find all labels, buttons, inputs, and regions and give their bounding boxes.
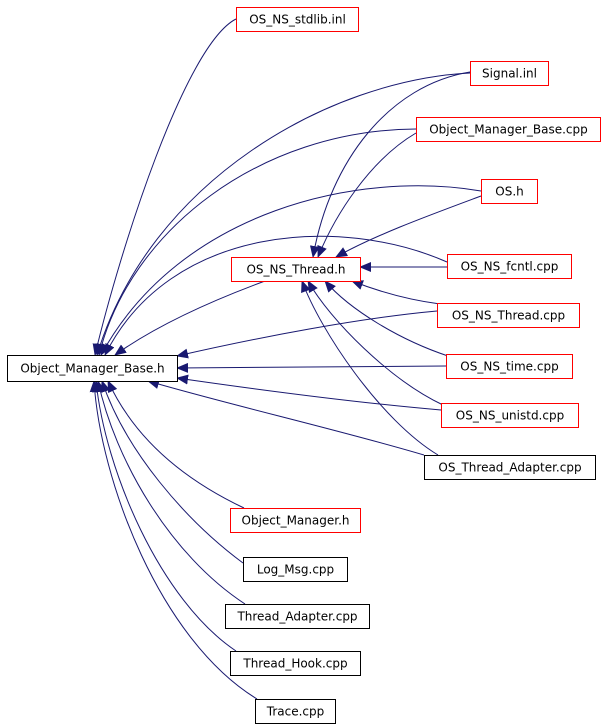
node-label: Thread_Hook.cpp <box>242 657 347 671</box>
node-hook[interactable]: Thread_Hook.cpp <box>230 651 361 676</box>
node-time_cpp[interactable]: OS_NS_time.cpp <box>446 354 573 379</box>
node-adapter[interactable]: Thread_Adapter.cpp <box>225 604 370 629</box>
node-logmsg[interactable]: Log_Msg.cpp <box>243 557 348 582</box>
node-box <box>230 508 361 533</box>
node-root[interactable]: Object_Manager_Base.h <box>7 355 178 382</box>
edge-adapter-to-root <box>95 380 246 605</box>
node-label: Thread_Adapter.cpp <box>236 610 357 624</box>
node-trace[interactable]: Trace.cpp <box>255 699 336 724</box>
node-label: Object_Manager_Base.h <box>20 362 164 376</box>
node-box <box>416 117 601 142</box>
edge-stdlib-to-root <box>92 18 237 356</box>
node-box <box>470 61 549 86</box>
node-label: Object_Manager_Base.cpp <box>429 123 588 137</box>
node-label: Object_Manager.h <box>242 514 350 528</box>
edge-hook-to-root <box>92 380 237 652</box>
node-box <box>441 403 579 428</box>
edge-omb_cpp-to-root <box>96 128 417 356</box>
node-label: OS_NS_Thread.h <box>246 263 345 277</box>
edges-layer <box>89 18 482 700</box>
node-fcntl[interactable]: OS_NS_fcntl.cpp <box>447 254 572 279</box>
node-box <box>447 254 572 279</box>
edge-logmsg-to-root <box>100 380 244 564</box>
node-thread_h[interactable]: OS_NS_Thread.h <box>231 257 361 282</box>
node-box <box>225 604 370 629</box>
node-signal[interactable]: Signal.inl <box>470 61 549 86</box>
node-label: OS_NS_time.cpp <box>460 360 558 374</box>
edge-thread_cpp-to-root <box>176 310 438 359</box>
edge-signal-to-root <box>95 72 471 356</box>
node-label: OS_NS_fcntl.cpp <box>461 260 559 274</box>
node-unistd[interactable]: OS_NS_unistd.cpp <box>441 403 579 428</box>
node-om_h[interactable]: Object_Manager.h <box>230 508 361 533</box>
edge-os_h-to-root <box>100 185 482 356</box>
edge-time_cpp-to-root <box>176 362 447 373</box>
edge-omb_cpp-to-thread_h <box>317 132 417 258</box>
node-box <box>446 354 573 379</box>
node-box <box>230 651 361 676</box>
edge-unistd-to-thread_h <box>307 280 444 406</box>
edge-thread_h-to-root <box>114 280 266 356</box>
node-label: Log_Msg.cpp <box>257 563 334 577</box>
nodes-layer: Object_Manager_Base.h OS_NS_stdlib.inlSig… <box>7 7 601 724</box>
node-adapter_os[interactable]: OS_Thread_Adapter.cpp <box>424 455 596 480</box>
node-box <box>424 455 596 480</box>
node-label: OS_NS_unistd.cpp <box>456 409 564 423</box>
node-stdlib[interactable]: OS_NS_stdlib.inl <box>236 7 359 32</box>
node-thread_cpp[interactable]: OS_NS_Thread.cpp <box>437 303 580 328</box>
node-label: OS.h <box>495 185 523 199</box>
node-box <box>437 303 580 328</box>
node-omb_cpp[interactable]: Object_Manager_Base.cpp <box>416 117 601 142</box>
edge-adapter_os-to-root <box>147 379 425 456</box>
node-box <box>481 179 538 204</box>
node-label: OS_Thread_Adapter.cpp <box>438 461 581 475</box>
edge-fcntl-to-root <box>104 235 448 356</box>
node-box <box>255 699 336 724</box>
edge-trace-to-root <box>89 380 258 700</box>
node-os_h[interactable]: OS.h <box>481 179 538 204</box>
node-label: OS_NS_stdlib.inl <box>249 13 346 27</box>
edge-os_h-to-thread_h <box>335 195 482 258</box>
node-label: OS_NS_Thread.cpp <box>452 309 565 323</box>
node-box <box>236 7 359 32</box>
node-box <box>7 355 178 382</box>
edge-time_cpp-to-thread_h <box>324 280 449 357</box>
node-box <box>231 257 361 282</box>
edge-om_h-to-root <box>107 380 245 509</box>
node-label: Trace.cpp <box>266 705 324 719</box>
node-box <box>243 557 348 582</box>
edge-thread_cpp-to-thread_h <box>351 280 441 305</box>
edge-signal-to-thread_h <box>309 71 471 258</box>
node-label: Signal.inl <box>482 67 537 81</box>
edge-unistd-to-root <box>176 374 442 411</box>
edge-adapter_os-to-thread_h <box>301 280 439 456</box>
